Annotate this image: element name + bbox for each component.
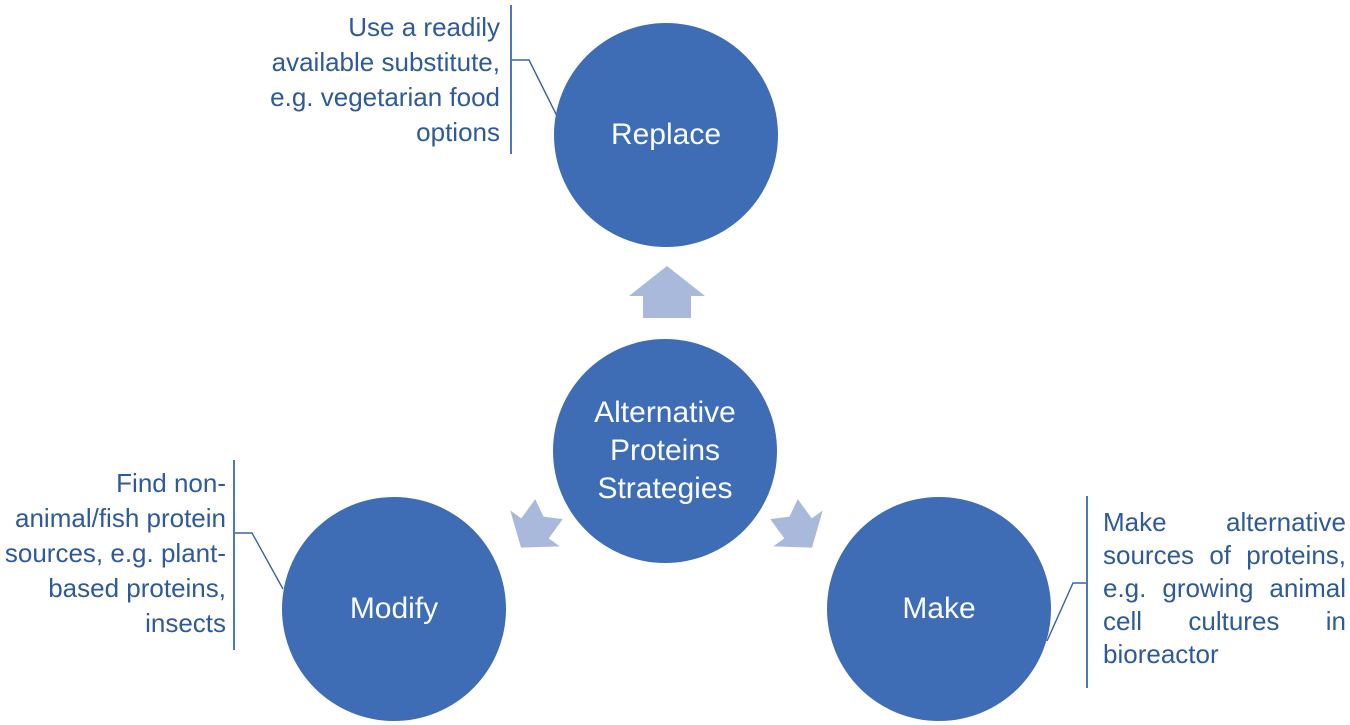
callout-line-replace — [511, 59, 558, 117]
node-make-label: Make — [902, 592, 976, 625]
note-modify: Find non- animal/fish protein sources, e… — [4, 468, 226, 638]
node-modify-label: Modify — [349, 592, 439, 625]
node-replace-circle: Replace — [554, 23, 778, 247]
note-replace: Use a readily available substitute, e.g.… — [270, 12, 500, 147]
arrow-up-icon — [629, 266, 705, 318]
arrow-down-right-icon — [770, 499, 823, 548]
arrow-down-left-icon — [510, 499, 563, 548]
callout-line-modify — [234, 532, 284, 590]
node-make-circle: Make — [827, 497, 1051, 721]
node-center-circle: Alternative Proteins Strategies — [553, 339, 777, 563]
note-rule-make — [1086, 496, 1088, 688]
node-replace-label: Replace — [610, 118, 722, 151]
node-modify-circle: Modify — [282, 497, 506, 721]
node-center-label: Alternative Proteins Strategies — [594, 396, 736, 505]
note-rule-modify — [233, 460, 235, 650]
note-make: Make alternative sources of proteins, e.… — [1103, 507, 1346, 669]
callout-line-make — [1046, 582, 1086, 642]
note-rule-replace — [510, 5, 512, 154]
